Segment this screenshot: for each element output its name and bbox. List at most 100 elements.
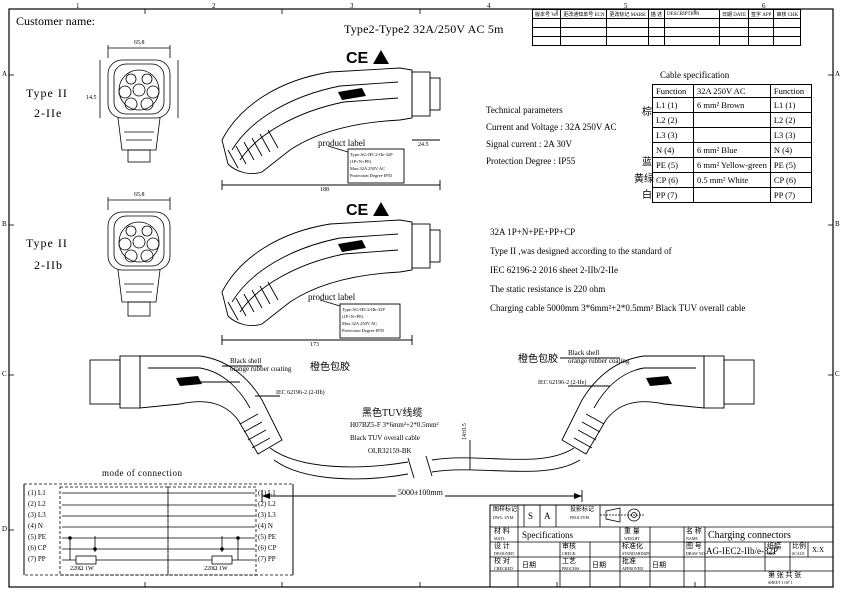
tb-date-1: 日期: [522, 561, 536, 569]
left-shell-callout: Black shell orange rubber coating: [230, 357, 292, 373]
left-standard: IEC 62196-2 (2-IIb): [276, 390, 325, 396]
connection-title: mode of connection: [102, 468, 183, 478]
customer-name-label: Customer name:: [16, 14, 95, 28]
tb-check: 校 对 CHECKED: [494, 557, 513, 572]
rev-col-mark: 更改标记 MARK: [606, 9, 649, 19]
drawing-title: Type2-Type2 32A/250V AC 5m: [344, 22, 504, 36]
color-brown-cn: 棕: [642, 107, 652, 118]
rev-col-ecn: 更改通知单号 ECN: [560, 9, 608, 19]
top-front-view: [99, 45, 179, 163]
tb-approve: 批准 APPROVED: [622, 557, 644, 572]
title-block-lines: [489, 504, 834, 588]
right-standard: IEC 62196-2 (2-IIe): [538, 380, 587, 386]
cable-spec-title: Cable specification: [660, 70, 730, 80]
assembly-right-plug: [561, 355, 755, 455]
ce-mark-top: CE: [346, 50, 369, 67]
row-mark-a-right: A: [835, 70, 841, 78]
cs-row: L3 (3)L3 (3): [652, 127, 812, 143]
tb-spec: Specifications: [522, 530, 573, 540]
cs-row: L2 (2)L2 (2): [652, 112, 812, 128]
ce-warning-marks-top: [373, 50, 389, 216]
top-dim-nose: 24.5: [418, 142, 429, 148]
rev-col-date: 日期 DATE: [718, 9, 750, 19]
rev-col-ver: 版本号 Ver: [531, 9, 562, 19]
top-label-box: Type:AG-IEC2-IIe-32P (1P+N+PE) Max:32A 2…: [350, 152, 393, 178]
tb-sheet-size: 纸幅 SIZE: [767, 542, 781, 557]
tech-signal-current: Signal current : 2A 30V: [486, 139, 572, 149]
pins-right: (1) L1 (2) L2 (3) L3 (4) N (5) PE (6) CP…: [258, 489, 277, 563]
top-type-label: Type II: [26, 86, 68, 100]
note-cable: Charging cable 5000mm 3*6mm²+2*0.5mm² Bl…: [490, 303, 746, 313]
note-design-standard: Type II ,was designed according to the s…: [490, 246, 672, 256]
top-product-label: product label: [318, 138, 366, 148]
top-dim-length: 188: [320, 187, 329, 193]
connection-diagram: [23, 483, 294, 576]
col-mark-5: 5: [624, 2, 628, 10]
note-config: 32A 1P+N+PE+PP+CP: [490, 227, 576, 237]
color-white-cn: 白: [642, 190, 652, 201]
cable-spec-table: Function 32A 250V AC Function L1 (1)6 mm…: [652, 84, 812, 203]
left-shell-cn: 橙色包胶: [310, 362, 350, 373]
note-static-resistance: The static resistance is 220 ohm: [490, 284, 606, 294]
tb-s: S: [528, 511, 534, 521]
top-dim-height: 14.5: [86, 95, 97, 101]
outer-frame: [8, 8, 834, 588]
tb-name: 名 称 NAME: [686, 527, 702, 542]
projection-symbol: [600, 507, 644, 523]
bottom-side-view: [221, 219, 441, 345]
tb-a: A: [544, 511, 551, 521]
col-mark-4: 4: [487, 2, 491, 10]
col-mark-3: 3: [350, 2, 354, 10]
tb-date-3: 日期: [652, 561, 666, 569]
tb-date-2: 日期: [592, 561, 606, 569]
col-mark-1: 1: [76, 2, 80, 10]
bottom-product-label: product label: [308, 292, 356, 302]
row-mark-d: D: [2, 525, 8, 533]
technical-parameters: Technical parameters Current and Voltage…: [486, 102, 617, 170]
top-side-view: [221, 67, 441, 190]
color-blue-cn: 蓝: [642, 157, 652, 168]
rev-col-app: 签字 APP: [748, 9, 775, 19]
right-shell-callout: Black shell orange rubber coating: [568, 349, 630, 365]
note-standard-sheet: IEC 62196-2 2016 sheet 2-IIb/2-IIe: [490, 265, 618, 275]
tb-process: 工艺 PROCESS: [562, 557, 580, 572]
row-mark-c: C: [2, 370, 7, 378]
resistor-left: 220Ω 1W: [70, 566, 94, 572]
cable-diameter: 14±0.5: [462, 423, 468, 440]
bottom-dim-width: 65.8: [134, 192, 145, 198]
bottom-type-sub: 2-IIb: [34, 258, 63, 272]
top-type-sub: 2-IIe: [34, 106, 63, 120]
bottom-dim-length: 173: [310, 342, 319, 348]
assembly-left-logo: [176, 376, 202, 386]
cs-head-function-right: Function: [769, 84, 812, 98]
row-mark-b-right: B: [835, 220, 840, 228]
cs-head-rating: 32A 250V AC: [693, 84, 771, 98]
color-yellowgreen-cn: 黄绿: [634, 174, 654, 185]
cable-model: H07BZ5-F 3*6mm²+2*0.5mm²: [350, 421, 439, 429]
tb-review: 审核 CHECK: [562, 542, 576, 557]
tech-heading: Technical parameters: [486, 105, 563, 115]
assembly-left-plug: [89, 355, 283, 455]
tb-design: 设 计 DESIGNED: [494, 542, 514, 557]
top-dim-width: 65.8: [134, 40, 145, 46]
col-mark-6: 6: [762, 2, 766, 10]
cable-en: Black TUV overall cable: [350, 434, 420, 442]
tb-material: 材 料 MATL: [494, 527, 510, 542]
row-mark-a: A: [2, 70, 8, 78]
bottom-front-view: [107, 197, 171, 317]
top-logo-badge: [338, 88, 366, 100]
rev-col-chk: 审核 CHK: [773, 9, 802, 19]
cs-row: PP (7)PP (7): [652, 187, 812, 203]
tech-current-voltage: Current and Voltage : 32A 250V AC: [486, 122, 617, 132]
cs-head-function-left: Function: [652, 84, 694, 98]
cable-cn: 黑色TUV线缆: [362, 408, 423, 419]
rev-col-desc-cn: 描 述: [647, 9, 666, 19]
pins-left: (1) L1 (2) L2 (3) L3 (4) N (5) PE (6) CP…: [28, 489, 47, 563]
assembly-right-logo: [646, 376, 672, 386]
col-mark-2: 2: [212, 2, 216, 10]
